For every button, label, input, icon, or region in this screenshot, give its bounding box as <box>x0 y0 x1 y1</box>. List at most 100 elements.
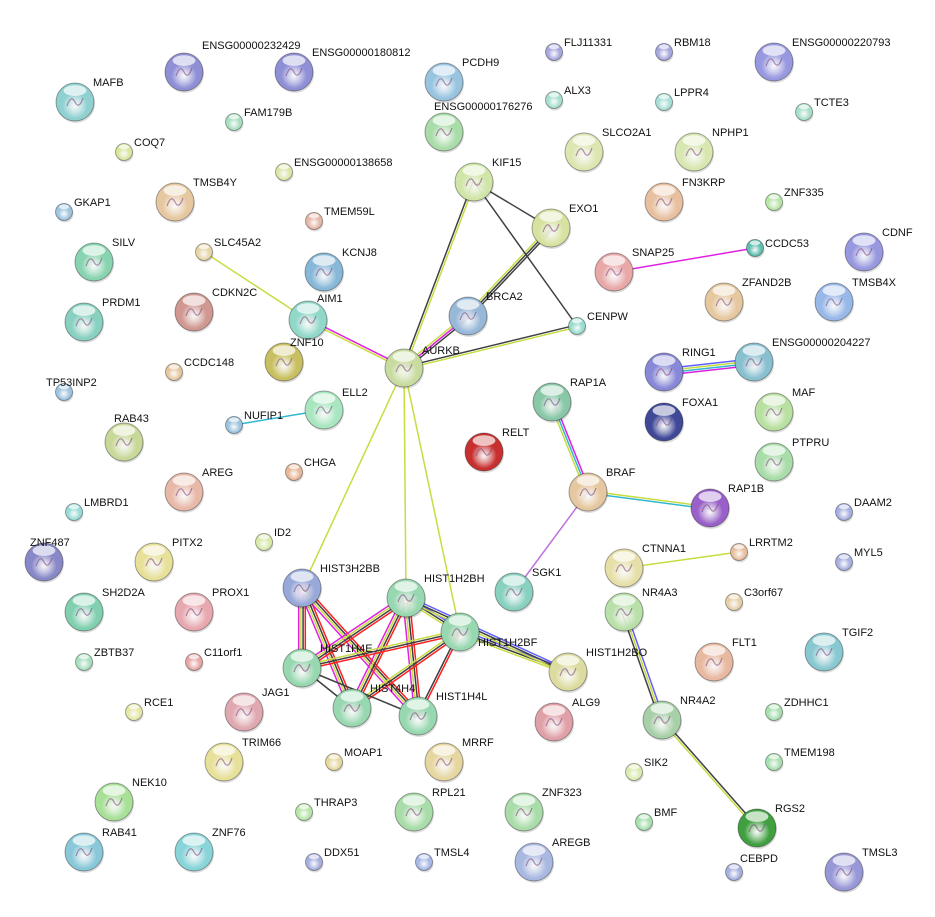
node-silv[interactable] <box>74 242 114 283</box>
node-ptpru[interactable] <box>754 442 794 483</box>
node-ring1[interactable] <box>644 352 684 393</box>
node-areg[interactable] <box>164 472 204 513</box>
node-tgif2[interactable] <box>804 632 844 673</box>
edge-nr4a2-rgs2[interactable] <box>660 718 759 830</box>
node-aregb[interactable] <box>514 842 554 883</box>
node-chga[interactable] <box>285 463 304 483</box>
node-tmem59l[interactable] <box>305 212 324 232</box>
node-ensg00000180812[interactable] <box>274 52 314 93</box>
node-ctnna1[interactable] <box>604 548 644 589</box>
edge-hist1h2bh-hist1h4e[interactable] <box>299 594 409 672</box>
node-cebpd[interactable] <box>725 863 744 883</box>
edge-hist1h2bf-hist1h4e[interactable] <box>301 629 461 671</box>
edge-aurkb-hist1h2bh[interactable] <box>403 367 407 599</box>
node-ensg00000176276[interactable] <box>424 112 464 153</box>
node-sik2[interactable] <box>625 763 644 783</box>
node-sh2d2a[interactable] <box>64 592 104 633</box>
node-kif15[interactable] <box>454 162 494 203</box>
edge-aurkb-kif15[interactable] <box>402 181 476 369</box>
node-exo1[interactable] <box>531 208 571 249</box>
node-slc45a2[interactable] <box>195 243 214 263</box>
node-rab41[interactable] <box>64 832 104 873</box>
node-prox1[interactable] <box>174 592 214 633</box>
edge-kif15-cenpw[interactable] <box>473 181 578 327</box>
edge-aurkb-hist3h2bb[interactable] <box>301 367 405 589</box>
node-rab43[interactable] <box>104 422 144 463</box>
edge-aurkb-cenpw[interactable] <box>403 324 578 370</box>
node-aurkb[interactable] <box>384 348 424 389</box>
node-ccdc53[interactable] <box>746 239 765 259</box>
node-hist1h4l[interactable] <box>398 696 438 737</box>
node-znf323[interactable] <box>504 792 544 833</box>
edge-snap25-ccdc53[interactable] <box>613 247 756 273</box>
edge-ctnna1-lrrtm2[interactable] <box>623 551 740 569</box>
node-ccdc148[interactable] <box>165 363 184 383</box>
node-brca2[interactable] <box>448 296 488 337</box>
node-flt1[interactable] <box>694 642 734 683</box>
node-alg9[interactable] <box>534 702 574 743</box>
node-rpl21[interactable] <box>394 792 434 833</box>
node-c3orf67[interactable] <box>725 593 744 613</box>
edge-braf-rap1b[interactable] <box>587 490 711 510</box>
node-zbtb37[interactable] <box>75 653 94 673</box>
node-nr4a3[interactable] <box>604 592 644 633</box>
node-tmsb4y[interactable] <box>155 182 195 223</box>
edge-nr4a3-nr4a2[interactable] <box>621 611 665 721</box>
node-flj11331[interactable] <box>545 43 564 63</box>
node-sgk1[interactable] <box>494 572 534 613</box>
node-aim1[interactable] <box>288 300 328 341</box>
node-znf10[interactable] <box>264 342 304 383</box>
node-nr4a2[interactable] <box>642 700 682 741</box>
node-znf487[interactable] <box>24 542 64 583</box>
node-rce1[interactable] <box>125 703 144 723</box>
node-mrrf[interactable] <box>424 742 464 783</box>
edge-brca2-exo1[interactable] <box>465 225 554 319</box>
node-rap1a[interactable] <box>532 382 572 423</box>
node-hist4h4[interactable] <box>332 688 372 729</box>
node-znf76[interactable] <box>174 832 214 873</box>
node-slco2a1[interactable] <box>564 132 604 173</box>
node-tcte3[interactable] <box>795 103 814 123</box>
node-nek10[interactable] <box>94 782 134 823</box>
node-rap1b[interactable] <box>690 488 730 529</box>
node-fn3krp[interactable] <box>644 182 684 223</box>
node-tmsb4x[interactable] <box>814 282 854 323</box>
node-tmem198[interactable] <box>765 753 784 773</box>
edge-aurkb-hist1h2bf[interactable] <box>403 367 461 633</box>
node-hist1h2bh[interactable] <box>386 578 426 619</box>
node-hist1h4e[interactable] <box>282 648 322 689</box>
edge-hist1h2bh-hist1h2bo[interactable] <box>404 595 570 675</box>
node-ensg00000220793[interactable] <box>754 42 794 83</box>
edge-slc45a2-aim1[interactable] <box>203 251 309 321</box>
node-myl5[interactable] <box>835 553 854 573</box>
node-id2[interactable] <box>255 533 274 553</box>
node-moap1[interactable] <box>325 753 344 773</box>
node-ensg00000232429[interactable] <box>164 52 204 93</box>
node-alx3[interactable] <box>545 91 564 111</box>
node-lmbrd1[interactable] <box>65 503 84 523</box>
node-hist3h2bb[interactable] <box>282 568 322 609</box>
node-tp53inp2[interactable] <box>55 383 74 403</box>
node-rgs2[interactable] <box>737 808 777 849</box>
node-c11orf1[interactable] <box>185 653 204 673</box>
node-cdkn2c[interactable] <box>174 292 214 333</box>
node-coq7[interactable] <box>115 143 134 163</box>
edge-braf-sgk1[interactable] <box>513 491 589 593</box>
node-braf[interactable] <box>568 472 608 513</box>
node-maf[interactable] <box>754 392 794 433</box>
node-pcdh9[interactable] <box>424 62 464 103</box>
node-snap25[interactable] <box>594 252 634 293</box>
node-cdnf[interactable] <box>844 232 884 273</box>
node-gkap1[interactable] <box>55 203 74 223</box>
node-kcnj8[interactable] <box>304 252 344 293</box>
node-ddx51[interactable] <box>305 853 324 873</box>
node-thrap3[interactable] <box>295 803 314 823</box>
node-foxa1[interactable] <box>644 402 684 443</box>
node-zfand2b[interactable] <box>704 282 744 323</box>
node-cenpw[interactable] <box>568 317 587 337</box>
node-relt[interactable] <box>464 432 504 473</box>
node-ell2[interactable] <box>304 390 344 431</box>
node-fam179b[interactable] <box>225 113 244 133</box>
node-daam2[interactable] <box>835 503 854 523</box>
node-ensg00000138658[interactable] <box>275 163 294 183</box>
